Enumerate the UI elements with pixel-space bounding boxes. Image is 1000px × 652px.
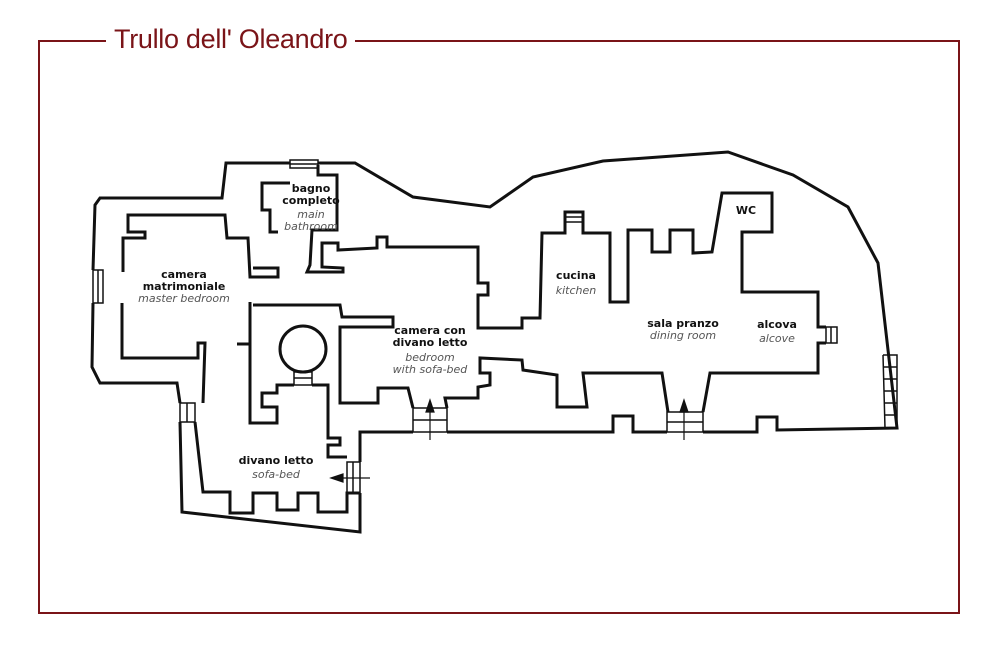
wall-sofabed-bottom — [193, 421, 360, 515]
room-label-divano: divano letto sofa-bed — [239, 455, 314, 481]
wall-bedroom — [253, 303, 415, 409]
outer-wall — [447, 414, 667, 434]
room-translation: with sofa-bed — [392, 363, 468, 376]
room-translation: master bedroom — [138, 292, 230, 305]
room-name: WC — [735, 204, 757, 217]
room-translation: main — [297, 208, 325, 221]
room-translation: bedroom — [405, 351, 455, 364]
room-label-matrimoniale: camera matrimoniale master bedroom — [138, 269, 230, 305]
round-room — [278, 324, 328, 374]
room-translation: kitchen — [555, 284, 597, 297]
room-translation: dining room — [649, 329, 717, 342]
entrance-arrows — [329, 398, 689, 483]
room-translation: bathroom — [284, 220, 338, 233]
outer-wall — [90, 302, 182, 404]
room-label-camera-divano: camera con divano letto bedroom with sof… — [393, 325, 468, 376]
wall-master-lower — [120, 303, 207, 404]
wall-alcove — [701, 341, 826, 413]
room-name: camera con — [394, 324, 466, 337]
outer-wall — [318, 150, 899, 434]
stairs — [882, 354, 898, 429]
outer-wall — [178, 421, 362, 534]
wall-dining-left — [443, 356, 670, 413]
wall-sofabed-right — [312, 383, 347, 459]
room-translation: alcove — [759, 332, 795, 345]
wall-sofabed — [248, 302, 294, 425]
room-name: divano letto — [238, 454, 314, 467]
page-title: Trullo dell' Oleandro — [106, 22, 356, 56]
room-name: alcova — [757, 318, 797, 331]
room-name: cucina — [556, 269, 596, 282]
room-label-cucina: cucina kitchen — [556, 270, 597, 297]
room-name: sala pranzo — [647, 317, 719, 330]
room-name: completo — [282, 194, 340, 207]
plan-frame — [38, 40, 960, 614]
room-name: divano letto — [392, 336, 468, 349]
outer-wall — [91, 161, 290, 271]
wall-bathroom-right — [304, 165, 826, 330]
outer-wall — [358, 430, 413, 462]
room-label-alcova: alcova alcove — [757, 319, 797, 345]
room-translation: sofa-bed — [252, 468, 300, 481]
wall-master — [121, 213, 280, 279]
room-name: bagno — [291, 182, 331, 195]
wall-bathroom-left — [260, 181, 290, 234]
room-label-bagno: bagno completo main bathroom — [282, 183, 339, 233]
room-name: matrimoniale — [142, 280, 226, 293]
room-label-sala: sala pranzo dining room — [647, 318, 719, 342]
room-name: camera — [161, 268, 207, 281]
room-label-wc: WC — [736, 205, 756, 217]
